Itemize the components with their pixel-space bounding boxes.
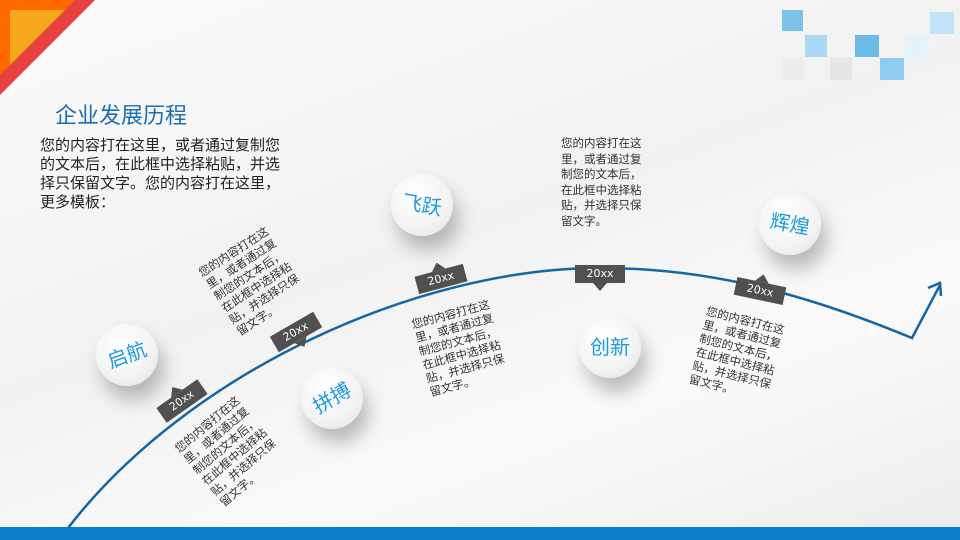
arrow-head-icon — [927, 281, 943, 297]
milestone-circle: 启航 — [96, 324, 158, 386]
milestone-circle: 飞跃 — [391, 174, 453, 236]
intro-text: 您的内容打在这里，或者通过复制您的文本后，在此框中选择粘贴，并选择只保留文字。您… — [40, 136, 281, 211]
page-title: 企业发展历程 — [55, 104, 188, 129]
milestone-circle: 创新 — [579, 316, 641, 378]
bottom-bar — [0, 527, 960, 540]
corner-decoration — [0, 0, 95, 95]
milestone-circle: 辉煌 — [759, 193, 821, 255]
year-tag: 20xx — [575, 265, 625, 291]
milestone-circle: 拼搏 — [301, 367, 363, 429]
milestone-text: 您的内容打在这里，或者通过复制您的文本后，在此框中选择粘贴，并选择只保留文字。 — [561, 136, 642, 228]
